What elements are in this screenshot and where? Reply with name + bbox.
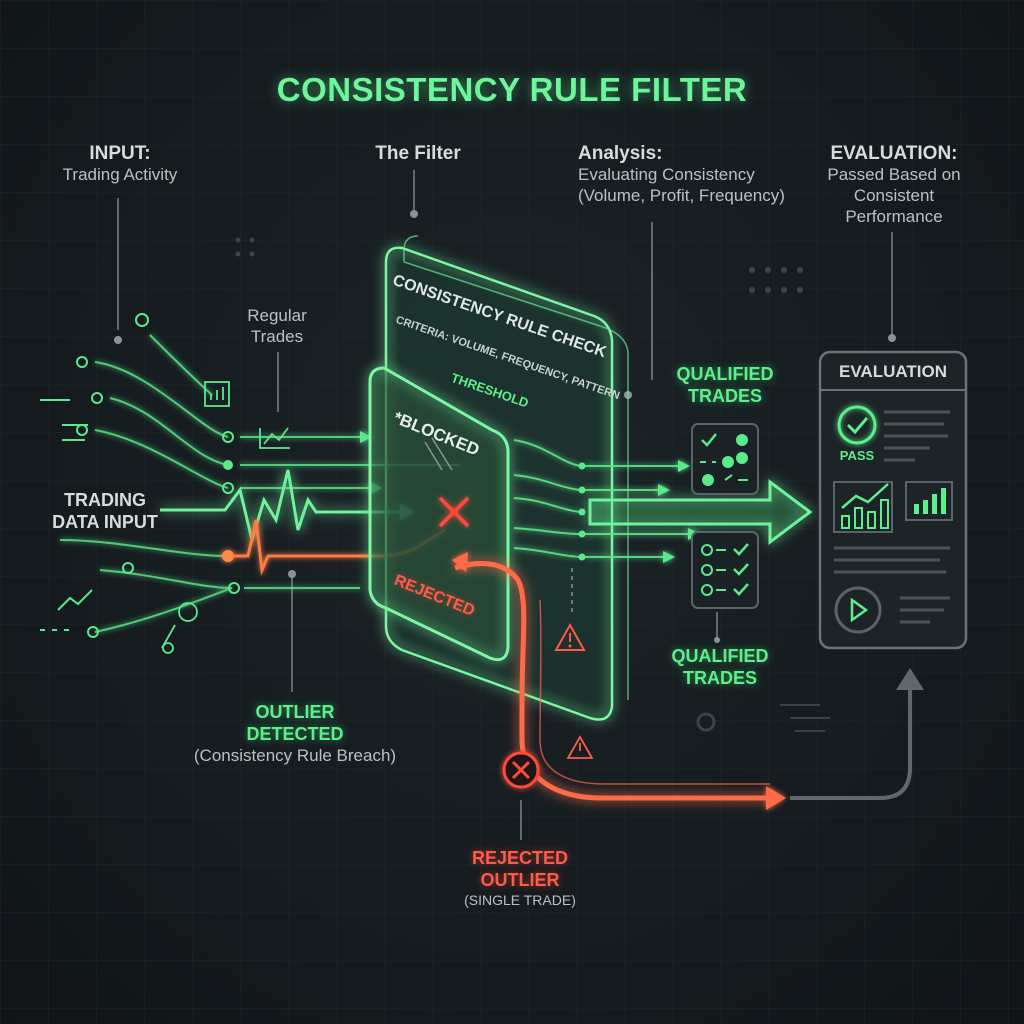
warning-triangle-icon	[554, 622, 586, 651]
trading-data-label: TRADING DATA INPUT	[30, 490, 180, 534]
rejected-path-inner	[539, 599, 770, 785]
rejected-return-arrowhead	[452, 552, 468, 572]
trading-data-spike-line	[160, 469, 410, 546]
output-flow-lines	[513, 439, 690, 558]
rejected-outlier-line3: (SINGLE TRADE)	[464, 891, 576, 908]
qualified-trades-top: QUALIFIED TRADES	[660, 364, 790, 408]
rejected-x-icon	[502, 751, 540, 789]
eval-card-pass: PASS	[839, 448, 875, 463]
qualified-bottom-line2: TRADES	[682, 667, 757, 688]
label-pointers	[117, 170, 893, 840]
analysis-header: Analysis: Evaluating Consistency (Volume…	[560, 142, 810, 207]
analysis-line2: (Volume, Profit, Frequency)	[578, 185, 785, 205]
outlier-line1: OUTLIER	[255, 702, 335, 722]
rejected-outlier-line1: REJECTED	[471, 848, 569, 868]
input-flow-lines	[59, 334, 460, 633]
regular-trades-line1: Regular	[247, 306, 307, 325]
return-arrowhead	[896, 668, 924, 690]
input-subtitle: Trading Activity	[62, 165, 178, 185]
decor-ring	[696, 712, 716, 732]
outlier-line2: DETECTED	[246, 723, 344, 744]
outlier-node	[222, 550, 234, 562]
card-growth-chart-icon	[833, 481, 893, 533]
evaluation-line2: Consistent	[853, 185, 935, 205]
analysis-line1: Evaluating Consistency	[578, 165, 755, 185]
outlier-line3: (Consistency Rule Breach)	[193, 745, 397, 765]
rejected-path	[454, 561, 770, 801]
regular-trades-line2: Trades	[250, 326, 304, 346]
rejected-arrowhead	[766, 786, 786, 810]
qualified-top-line2: TRADES	[687, 385, 762, 406]
page-title: CONSISTENCY RULE FILTER	[276, 71, 748, 108]
qualified-checklist-bottom	[691, 531, 759, 609]
pointer-dots	[114, 210, 896, 643]
filter-panel-front	[368, 366, 510, 662]
warning-dot	[568, 644, 572, 648]
trend-mini-icon	[259, 427, 290, 449]
input-heading: INPUT:	[89, 143, 151, 164]
card-text-lines	[834, 410, 950, 624]
qualified-bottom-line1: QUALIFIED	[671, 646, 769, 666]
evaluation-header: EVALUATION: Passed Based on Consistent P…	[806, 142, 982, 227]
input-dashes	[40, 399, 93, 631]
input-header: INPUT: Trading Activity	[30, 142, 210, 186]
evaluation-line3: Performance	[845, 206, 943, 226]
filter-label: The Filter	[375, 143, 461, 164]
input-node-filled	[223, 460, 233, 470]
rejected-outlier-label: REJECTED OUTLIER (SINGLE TRADE)	[420, 848, 620, 909]
evaluation-heading: EVALUATION:	[830, 143, 958, 164]
blocked-x-icon	[438, 496, 470, 528]
trading-data-line2: DATA INPUT	[52, 511, 158, 532]
output-nodes	[578, 462, 586, 561]
evaluation-line1: Passed Based on	[827, 165, 961, 185]
decor-bars	[780, 704, 830, 732]
chart-mini-icon	[204, 381, 230, 407]
dollar-coin-icon	[161, 602, 198, 654]
regular-trades-label: Regular Trades	[222, 306, 332, 347]
rejected-outlier-line2: OUTLIER	[480, 869, 560, 890]
x-hatch	[424, 437, 453, 471]
input-nodes	[76, 313, 240, 638]
warning-triangle-small-icon	[566, 735, 594, 759]
decor-dots	[235, 237, 803, 293]
qualified-trades-bottom: QUALIFIED TRADES	[655, 646, 785, 690]
card-gauge-icon	[834, 586, 882, 634]
eval-card-title: EVALUATION	[839, 362, 947, 381]
qualified-checklist-top	[691, 423, 759, 495]
card-bar-chart-icon	[905, 481, 953, 521]
pass-check-icon	[837, 405, 877, 445]
return-path	[790, 680, 912, 800]
analysis-heading: Analysis:	[578, 143, 663, 164]
outlier-label: OUTLIER DETECTED (Consistency Rule Breac…	[170, 702, 420, 767]
trading-data-line1: TRADING	[64, 490, 146, 510]
big-output-arrow	[588, 479, 813, 545]
qualified-top-line1: QUALIFIED	[676, 364, 774, 384]
